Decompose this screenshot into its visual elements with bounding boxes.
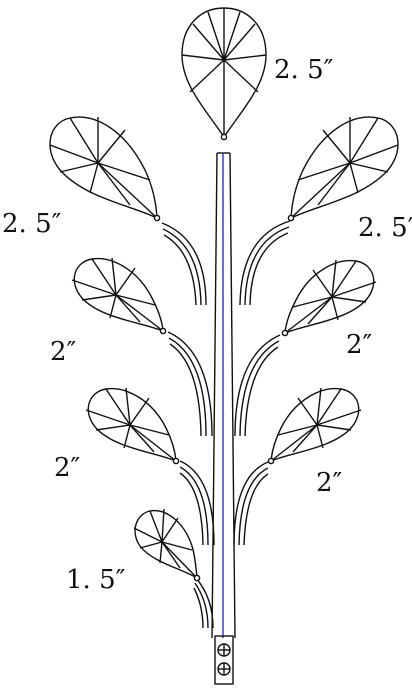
base-bracket: [214, 635, 234, 685]
leaf-upper-left: [49, 116, 161, 222]
leaf-lower-left: [85, 387, 180, 465]
branch-upper-right: [239, 220, 291, 306]
branches: [161, 220, 291, 629]
leaf-labels: 2. 5″ 2. 5″ 2. 5″ 2″ 2″ 2″ 2″ 1. 5″: [2, 55, 412, 595]
branch-lower-right: [233, 461, 269, 546]
main-stem: [211, 152, 236, 639]
leaf-label-top: 2. 5″: [274, 55, 334, 85]
leaf-label-middle-left: 2″: [50, 337, 77, 367]
leaf-label-bottom-left: 1. 5″: [66, 565, 126, 595]
leaf-bottom-left: [133, 508, 201, 582]
leaf-label-middle-right: 2″: [346, 330, 373, 360]
branch-lower-left: [179, 460, 215, 546]
leaf-upper-right: [287, 116, 399, 222]
branch-upper-left: [161, 222, 207, 306]
bolt-circle-icon: [217, 643, 231, 657]
leaf-lower-right: [267, 387, 362, 465]
leaf-middle-left: [71, 257, 167, 335]
leaf-middle-right: [281, 259, 377, 337]
branch-middle-right: [234, 334, 281, 437]
leaf-label-lower-left: 2″: [54, 453, 81, 483]
leaf-label-upper-right: 2. 5″: [358, 213, 412, 243]
leaf-label-upper-left: 2. 5″: [2, 209, 62, 239]
branch-middle-left: [167, 331, 213, 437]
leaf-label-lower-right: 2″: [316, 468, 343, 498]
leaves: [49, 7, 399, 582]
leaf-top: [181, 7, 267, 141]
bolt-circle-icon: [217, 662, 231, 676]
branch-bottom-left: [193, 577, 214, 629]
